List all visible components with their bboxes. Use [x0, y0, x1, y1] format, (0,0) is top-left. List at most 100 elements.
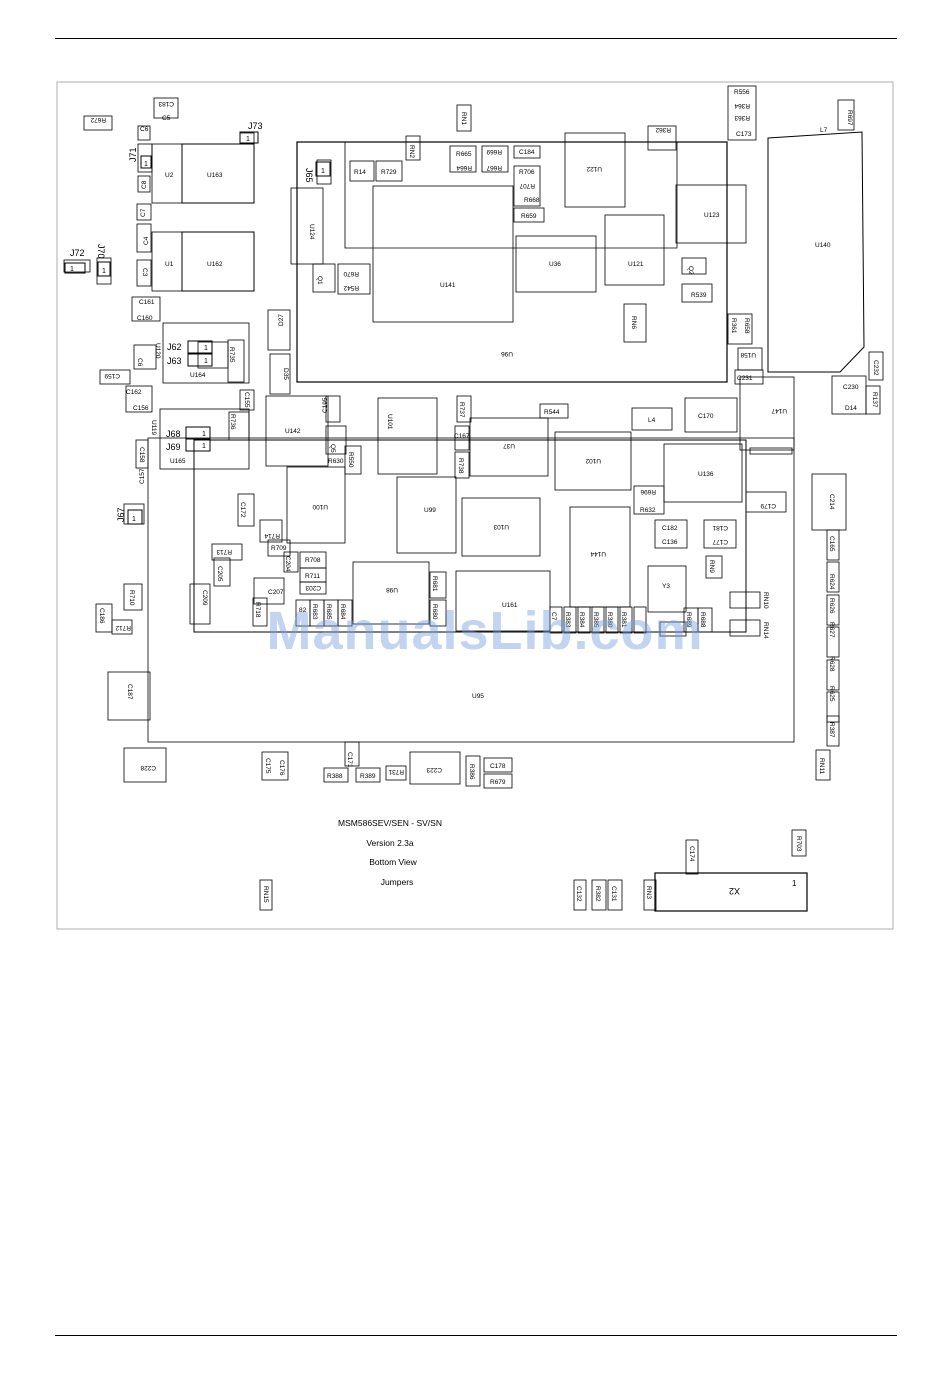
component-labels: U163 U2 U162 U1 U164 U165 U120 U119 U124…	[90, 89, 879, 903]
label-r381: R381	[620, 612, 627, 628]
jumper-j68-pin: 1	[202, 431, 206, 438]
label-r712: R712	[115, 624, 131, 631]
title-model: MSM586SEV/SEN - SV/SN	[338, 818, 442, 828]
label-u163: U163	[207, 172, 223, 179]
u124-outline	[290, 187, 324, 265]
label-r672: R672	[90, 116, 106, 123]
bottom-rule	[55, 1335, 897, 1336]
label-c132: C132	[575, 886, 582, 902]
label-r696: R696	[640, 488, 656, 495]
label-r689: R689	[685, 612, 692, 628]
top-rule	[55, 38, 897, 39]
label-r665: R665	[456, 151, 472, 158]
u136-outline	[663, 443, 743, 503]
label-r664: R664	[456, 164, 472, 171]
title-version: Version 2.3a	[366, 838, 414, 848]
label-r708: R708	[305, 557, 321, 564]
jumper-j67-name: J67	[116, 507, 126, 522]
label-q2: Q2	[687, 266, 694, 275]
u141-outline	[372, 185, 514, 323]
label-c8: C8	[141, 180, 148, 189]
label-r706: R706	[519, 169, 535, 176]
label-u123: U123	[704, 212, 720, 219]
u164-outline	[162, 322, 250, 384]
label-c159: C159	[104, 372, 120, 379]
jumper-j68-name: J68	[166, 429, 181, 439]
jumper-j71-pin: 1	[144, 161, 148, 168]
u122-outline	[564, 132, 626, 208]
label-r670: R670	[343, 270, 359, 277]
label-r361: R361	[730, 318, 737, 334]
label-rn9: RN9	[708, 560, 715, 573]
label-rn14: RN14	[762, 622, 769, 639]
label-r544: R544	[544, 409, 560, 416]
label-u144: U144	[590, 550, 606, 557]
label-c214: C214	[828, 494, 835, 510]
connector-x2-name: X2	[729, 886, 740, 896]
label-r707: R707	[519, 182, 535, 189]
label-r632: R632	[640, 507, 656, 514]
label-u140: U140	[815, 242, 831, 249]
label-r624: R624	[828, 574, 835, 590]
jumper-j71-name: J71	[128, 147, 138, 162]
label-r713: R713	[216, 548, 232, 555]
label-d35: D35	[282, 368, 289, 380]
label-c228: C228	[140, 764, 156, 771]
label-rn11: RN11	[818, 758, 825, 775]
jumper-j62-name: J62	[167, 342, 182, 352]
label-c209: C209	[201, 590, 208, 606]
label-rn15: RN15	[262, 886, 269, 903]
u101-outline	[377, 397, 438, 475]
jumper-j70-name: J70	[96, 244, 106, 259]
label-q5: Q5	[329, 444, 336, 453]
u161-outline	[455, 570, 551, 632]
label-r542: R542	[343, 284, 359, 291]
label-u101: U101	[386, 414, 393, 430]
label-c195: C195	[322, 397, 329, 413]
label-82: 82	[299, 607, 307, 614]
jumper-j72-name: J72	[70, 248, 85, 258]
label-c231: C231	[737, 375, 753, 382]
label-c205: C205	[216, 566, 223, 582]
label-c179: C179	[760, 502, 776, 509]
board-outline	[56, 81, 894, 930]
label-r710: R710	[128, 590, 135, 606]
label-r688: R688	[699, 612, 706, 628]
jumper-j63-pin: 1	[204, 358, 208, 365]
label-r389: R389	[360, 773, 376, 780]
label-r539: R539	[691, 292, 707, 299]
label-u121: U121	[628, 261, 644, 268]
u1-outline	[151, 231, 183, 292]
connector-x2-pin: 1	[792, 879, 797, 888]
u102-outline	[554, 431, 632, 491]
label-c158: C158	[138, 447, 145, 463]
jumper-labels: J73 1 J71 1 J72 1 J70 1 J65 1 J62 1 J63 …	[70, 121, 797, 896]
label-c157: C157	[139, 468, 146, 484]
label-c167: C167	[454, 433, 470, 440]
u2-outline	[151, 143, 183, 204]
title-block: MSM586SEV/SEN - SV/SN Version 2.3a Botto…	[338, 818, 442, 887]
label-r683: R683	[311, 604, 318, 620]
label-c131: C131	[610, 886, 617, 902]
label-l4: L4	[648, 417, 656, 424]
u96-outline	[296, 141, 728, 383]
label-c187: C187	[126, 684, 133, 700]
label-r659: R659	[521, 213, 537, 220]
label-u96: U96	[501, 350, 513, 357]
label-u1: U1	[165, 261, 174, 268]
jumper-j67-pin: 1	[132, 516, 136, 523]
label-c170: C170	[698, 413, 714, 420]
label-u147: U147	[771, 407, 787, 414]
label-c165: C165	[828, 536, 835, 552]
label-r684: R684	[339, 604, 346, 620]
label-r388: R388	[327, 773, 343, 780]
label-u158: U158	[740, 351, 756, 358]
label-c6: C6	[140, 126, 149, 133]
label-c207: C207	[268, 589, 284, 596]
label-r729: R729	[381, 169, 397, 176]
top-inner-outline	[344, 142, 678, 249]
label-y3: Y3	[662, 583, 670, 590]
label-r680: R680	[431, 604, 438, 620]
label-q1: Q1	[316, 276, 323, 285]
label-r363: R363	[734, 114, 750, 121]
